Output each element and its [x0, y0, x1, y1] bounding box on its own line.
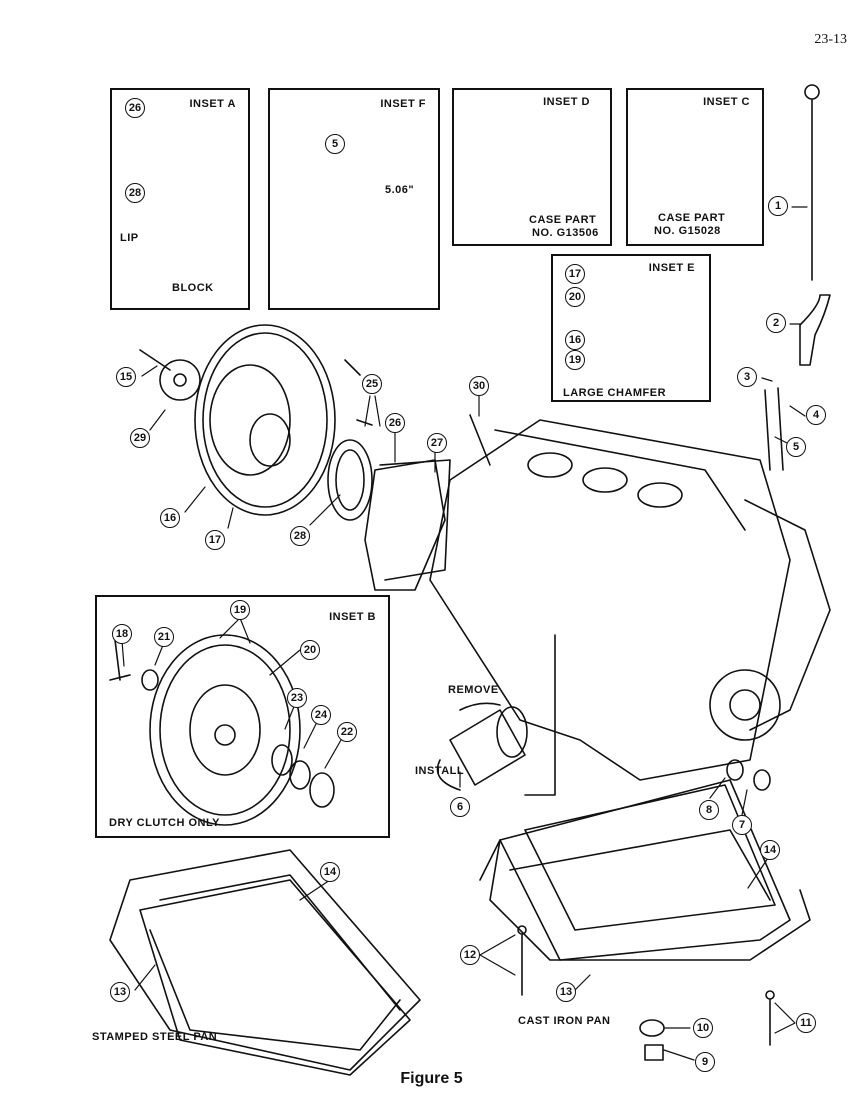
inset-e-large-chamfer: LARGE CHAMFER [563, 387, 667, 399]
remove-label: REMOVE [448, 684, 499, 696]
callout-18: 18 [112, 624, 132, 644]
callout-10: 10 [693, 1018, 713, 1038]
callout-8: 8 [699, 800, 719, 820]
callout-5: 5 [786, 437, 806, 457]
oil-filter-drawing [436, 702, 528, 791]
callout-14-stamped: 14 [320, 862, 340, 882]
callout-26-inset-a: 26 [125, 98, 145, 118]
inset-b-frame: INSET B DRY CLUTCH ONLY [95, 595, 390, 838]
callout-11: 11 [796, 1013, 816, 1033]
inset-c-title: INSET C [703, 96, 750, 108]
callout-1: 1 [768, 196, 788, 216]
inset-a-lip-label: LIP [120, 232, 139, 244]
callout-5-inset-f: 5 [325, 134, 345, 154]
inset-b-dry-clutch: DRY CLUTCH ONLY [109, 817, 220, 829]
inset-d-part-number: NO. G13506 [532, 227, 599, 239]
callout-20-inset-e: 20 [565, 287, 585, 307]
callout-7: 7 [732, 815, 752, 835]
callout-17: 17 [205, 530, 225, 550]
callout-30: 30 [469, 376, 489, 396]
callout-27: 27 [427, 433, 447, 453]
callout-17-inset-e: 17 [565, 264, 585, 284]
callout-22: 22 [337, 722, 357, 742]
callout-15: 15 [116, 367, 136, 387]
stamped-steel-pan-label: STAMPED STEEL PAN [92, 1031, 218, 1043]
callout-13-cast: 13 [556, 982, 576, 1002]
callout-13-stamped: 13 [110, 982, 130, 1002]
callout-19-inset-e: 19 [565, 350, 585, 370]
inset-b-title: INSET B [329, 611, 376, 623]
callout-2: 2 [766, 313, 786, 333]
callout-29: 29 [130, 428, 150, 448]
install-label: INSTALL [415, 765, 465, 777]
callout-12: 12 [460, 945, 480, 965]
engine-block-drawing [429, 414, 831, 796]
inset-d-title: INSET D [543, 96, 590, 108]
callout-26: 26 [385, 413, 405, 433]
callout-28-inset-a: 28 [125, 183, 145, 203]
figure-caption: Figure 5 [400, 1070, 463, 1087]
callout-3: 3 [737, 367, 757, 387]
callout-28: 28 [290, 526, 310, 546]
callout-19: 19 [230, 600, 250, 620]
bolts-small-parts [114, 359, 775, 1061]
callout-16-inset-e: 16 [565, 330, 585, 350]
inset-a-block-label: BLOCK [172, 282, 214, 294]
callout-4: 4 [806, 405, 826, 425]
inset-f-frame: INSET F 5.06" [268, 88, 440, 310]
dipstick-assembly [764, 84, 831, 471]
callout-9: 9 [695, 1052, 715, 1072]
inset-e-title: INSET E [648, 262, 695, 274]
inset-d-case-part: CASE PART [529, 214, 597, 226]
inset-c-part-number: NO. G15028 [654, 225, 721, 237]
callout-20: 20 [300, 640, 320, 660]
cast-iron-pan-label: CAST IRON PAN [518, 1015, 611, 1027]
inset-b-flywheel-drawing [109, 634, 335, 826]
flywheel-drawing [139, 324, 336, 516]
callout-6: 6 [450, 797, 470, 817]
drain-plug-parts [726, 759, 771, 791]
inset-c-case-part: CASE PART [658, 212, 726, 224]
stamped-steel-pan-drawing [109, 849, 421, 1076]
inset-f-title: INSET F [380, 98, 426, 110]
inset-f-dimension: 5.06" [385, 184, 415, 196]
cast-iron-pan-drawing [479, 779, 811, 961]
callout-21: 21 [154, 627, 174, 647]
callout-16: 16 [160, 508, 180, 528]
callout-24: 24 [311, 705, 331, 725]
page-number: 23-13 [814, 32, 847, 47]
inset-a-title: INSET A [189, 98, 236, 110]
callout-25: 25 [362, 374, 382, 394]
callout-14-cast: 14 [760, 840, 780, 860]
inset-d-frame: INSET D CASE PART NO. G13506 [452, 88, 612, 246]
callout-23: 23 [287, 688, 307, 708]
inset-c-frame: INSET C CASE PART NO. G15028 [626, 88, 764, 246]
